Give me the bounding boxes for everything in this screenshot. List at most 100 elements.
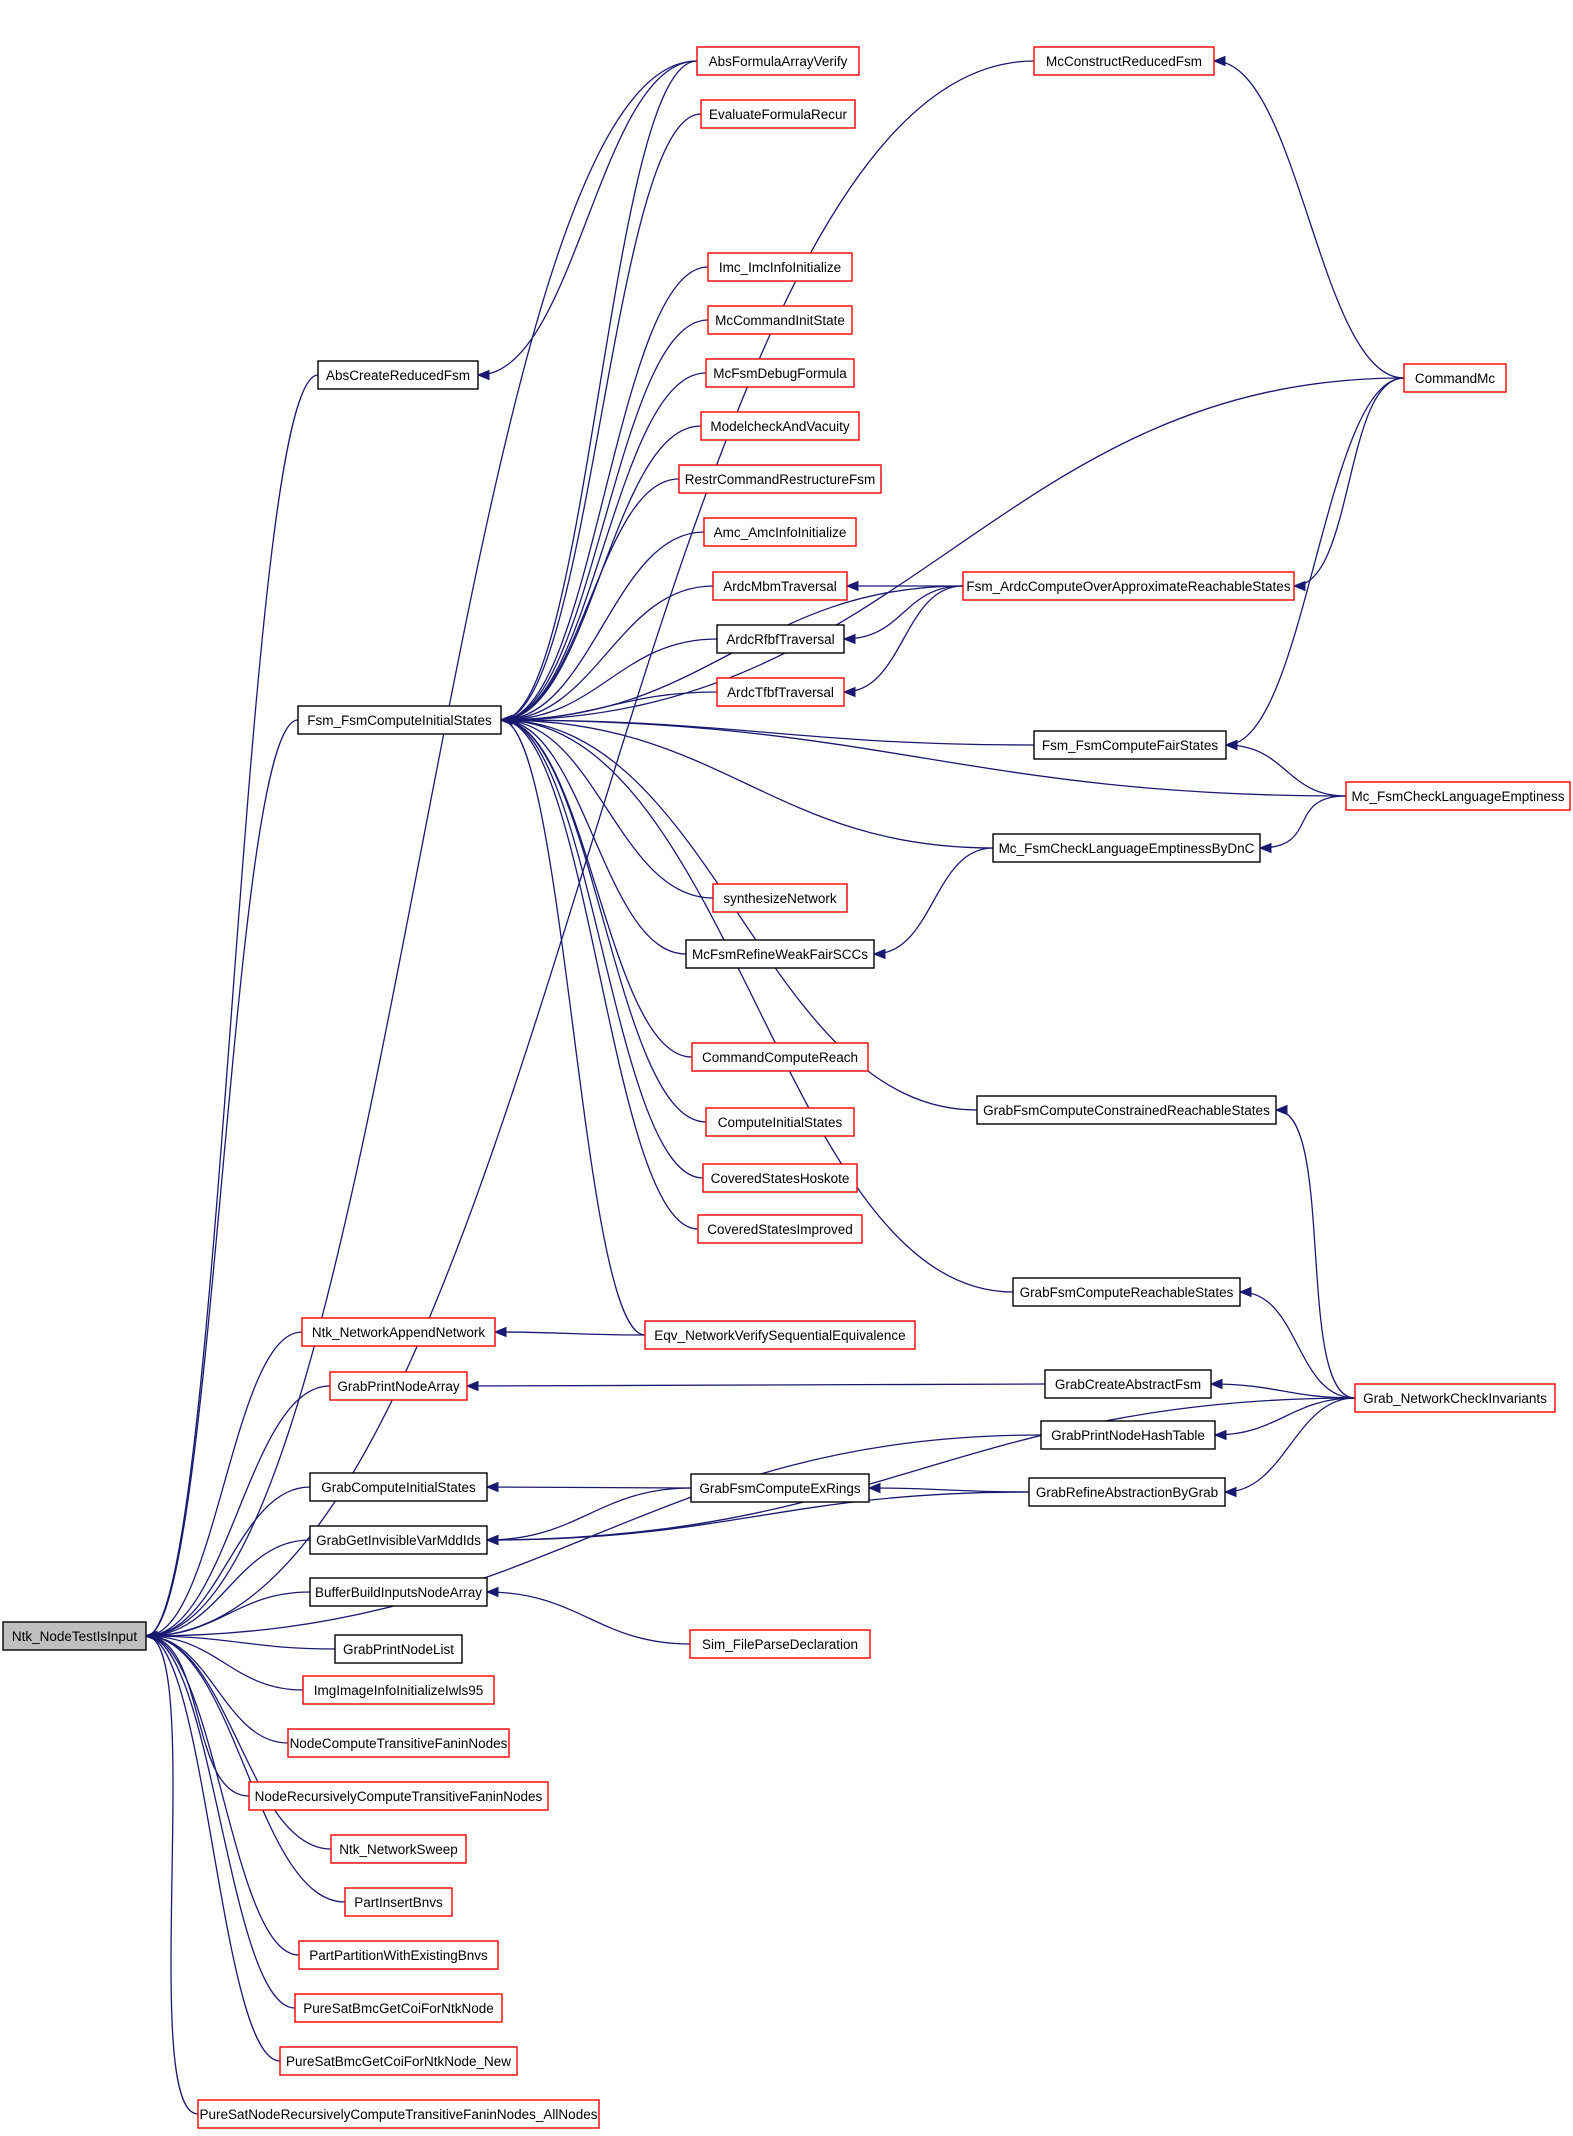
node-label: CoveredStatesImproved	[707, 1222, 853, 1237]
node-imcInfo[interactable]: Imc_ImcInfoInitialize	[707, 252, 853, 282]
node-ardcTfbf[interactable]: ArdcTfbfTraversal	[716, 677, 845, 707]
node-grabReach[interactable]: GrabFsmComputeReachableStates	[1012, 1277, 1241, 1307]
node-partPart[interactable]: PartPartitionWithExistingBnvs	[298, 1940, 499, 1970]
edge-fsmInit-imcInfo	[500, 266, 709, 721]
node-simParse[interactable]: Sim_FileParseDeclaration	[689, 1629, 871, 1659]
edge-fsmInit-absFormula	[500, 60, 698, 721]
node-eqv[interactable]: Eqv_NetworkVerifySequentialEquivalence	[644, 1320, 916, 1350]
node-grabPrintList[interactable]: GrabPrintNodeList	[334, 1634, 463, 1664]
node-mcLang[interactable]: Mc_FsmCheckLanguageEmptiness	[1345, 781, 1571, 811]
edge-fsmInit-grabConstr	[500, 719, 978, 1111]
node-mcRefine[interactable]: McFsmRefineWeakFairSCCs	[685, 939, 875, 969]
node-ntkAppend[interactable]: Ntk_NetworkAppendNetwork	[301, 1317, 496, 1347]
node-box	[678, 464, 882, 494]
node-box	[197, 2099, 600, 2129]
node-label: AbsCreateReducedFsm	[326, 368, 470, 383]
node-box	[317, 360, 479, 390]
node-grabConstr[interactable]: GrabFsmComputeConstrainedReachableStates	[976, 1095, 1277, 1125]
node-imgInfo[interactable]: ImgImageInfoInitializeIwls95	[302, 1675, 495, 1705]
node-box	[685, 939, 875, 969]
node-pureSat3[interactable]: PureSatNodeRecursivelyComputeTransitiveF…	[197, 2099, 600, 2129]
edge-root-grabInvis	[145, 1539, 311, 1637]
node-label: NodeComputeTransitiveFaninNodes	[290, 1736, 508, 1751]
node-ardcRfbf[interactable]: ArdcRfbfTraversal	[716, 624, 845, 654]
node-ntkSweep[interactable]: Ntk_NetworkSweep	[330, 1834, 467, 1864]
edge-grabCompInit-grabExRings	[486, 1486, 692, 1489]
edge-grabReach-grabCheckInv	[1239, 1291, 1356, 1399]
arrowhead-fsmArdc-commandMc	[1292, 580, 1306, 592]
node-box	[1403, 363, 1507, 393]
edge-fsmInit-commandMc	[500, 377, 1405, 721]
node-commandMc[interactable]: CommandMc	[1403, 363, 1507, 393]
node-nodeTrans[interactable]: NodeComputeTransitiveFaninNodes	[287, 1728, 510, 1758]
node-pureSat2[interactable]: PureSatBmcGetCoiForNtkNode_New	[279, 2046, 518, 2076]
node-ardcMbm[interactable]: ArdcMbmTraversal	[712, 571, 848, 601]
node-label: Ntk_NetworkAppendNetwork	[312, 1325, 486, 1340]
node-cmdReach[interactable]: CommandComputeReach	[691, 1042, 869, 1072]
node-covImp[interactable]: CoveredStatesImproved	[697, 1214, 863, 1244]
node-label: GrabFsmComputeReachableStates	[1020, 1285, 1234, 1300]
node-grabPrintHash[interactable]: GrabPrintNodeHashTable	[1040, 1420, 1216, 1450]
arrowhead-fsmFair-mcLang	[1224, 739, 1238, 751]
node-box	[976, 1095, 1277, 1125]
node-label: CoveredStatesHoskote	[711, 1171, 850, 1186]
edge-fsmInit-grabReach	[500, 719, 1014, 1293]
edge-bufBuild-simParse	[486, 1591, 691, 1645]
node-box	[298, 1940, 499, 1970]
node-grabCreate[interactable]: GrabCreateAbstractFsm	[1044, 1369, 1212, 1399]
edge-root-bufBuild	[145, 1591, 311, 1637]
edge-grabInvis-grabCheckInv	[486, 1397, 1356, 1541]
node-pureSat1[interactable]: PureSatBmcGetCoiForNtkNode	[294, 1993, 503, 2023]
edge-root-absFormula	[145, 60, 698, 1637]
node-covHos[interactable]: CoveredStatesHoskote	[702, 1163, 858, 1193]
edge-grabPrintHash-grabCheckInv	[1214, 1397, 1356, 1436]
node-absCreate[interactable]: AbsCreateReducedFsm	[317, 360, 479, 390]
node-fsmArdc[interactable]: Fsm_ArdcComputeOverApproximateReachableS…	[962, 571, 1295, 601]
node-evalFormula[interactable]: EvaluateFormulaRecur	[700, 99, 856, 129]
edge-root-grabCompInit	[145, 1486, 311, 1637]
arrowhead-root-pureSat3	[144, 1630, 158, 1642]
edge-mcConstruct-commandMc	[1213, 60, 1405, 379]
node-label: Ntk_NodeTestIsInput	[12, 1629, 138, 1644]
node-restr[interactable]: RestrCommandRestructureFsm	[678, 464, 882, 494]
node-mcConstruct[interactable]: McConstructReducedFsm	[1033, 46, 1215, 76]
node-mcCmdInit[interactable]: McCommandInitState	[707, 305, 853, 335]
node-label: ImgImageInfoInitializeIwls95	[314, 1683, 484, 1698]
node-label: Fsm_FsmComputeFairStates	[1042, 738, 1219, 753]
node-grabCheckInv[interactable]: Grab_NetworkCheckInvariants	[1354, 1383, 1556, 1413]
node-fsmFair[interactable]: Fsm_FsmComputeFairStates	[1033, 730, 1227, 760]
node-grabCompInit[interactable]: GrabComputeInitialStates	[309, 1472, 488, 1502]
edge-ardcRfbf-fsmArdc	[843, 585, 964, 640]
node-label: CommandComputeReach	[702, 1050, 858, 1065]
node-compInit[interactable]: ComputeInitialStates	[705, 1107, 855, 1137]
arrowhead-mcRefine-mcLangDnC	[872, 948, 886, 960]
node-absFormula[interactable]: AbsFormulaArrayVerify	[696, 46, 860, 76]
node-partInsert[interactable]: PartInsertBnvs	[344, 1887, 453, 1917]
node-grabPrintArr[interactable]: GrabPrintNodeArray	[329, 1371, 468, 1401]
node-label: GrabComputeInitialStates	[321, 1480, 476, 1495]
node-box	[248, 1781, 549, 1811]
node-grabExRings[interactable]: GrabFsmComputeExRings	[690, 1473, 870, 1503]
edge-fsmArdc-commandMc	[1293, 377, 1405, 587]
node-label: ArdcMbmTraversal	[723, 579, 837, 594]
node-synth[interactable]: synthesizeNetwork	[712, 883, 848, 913]
node-box	[696, 46, 860, 76]
arrowhead-grabRefine-grabCheckInv	[1223, 1486, 1237, 1498]
node-bufBuild[interactable]: BufferBuildInputsNodeArray	[309, 1577, 488, 1607]
node-fsmInit[interactable]: Fsm_FsmComputeInitialStates	[297, 705, 502, 735]
node-nodeRec[interactable]: NodeRecursivelyComputeTransitiveFaninNod…	[248, 1781, 549, 1811]
node-box	[689, 1629, 871, 1659]
node-modelcheck[interactable]: ModelcheckAndVacuity	[700, 411, 860, 441]
node-label: EvaluateFormulaRecur	[709, 107, 848, 122]
node-box	[691, 1042, 869, 1072]
node-amcInfo[interactable]: Amc_AmcInfoInitialize	[703, 517, 857, 547]
edge-fsmInit-fsmFair	[500, 719, 1035, 746]
edge-root-pureSat1	[145, 1635, 296, 2009]
node-mcFsmDebug[interactable]: McFsmDebugFormula	[705, 358, 855, 388]
node-box	[287, 1728, 510, 1758]
node-grabRefine[interactable]: GrabRefineAbstractionByGrab	[1028, 1477, 1226, 1507]
edges-layer	[144, 55, 1405, 2115]
node-grabInvis[interactable]: GrabGetInvisibleVarMddIds	[309, 1525, 488, 1555]
node-mcLangDnC[interactable]: Mc_FsmCheckLanguageEmptinessByDnC	[992, 833, 1261, 863]
